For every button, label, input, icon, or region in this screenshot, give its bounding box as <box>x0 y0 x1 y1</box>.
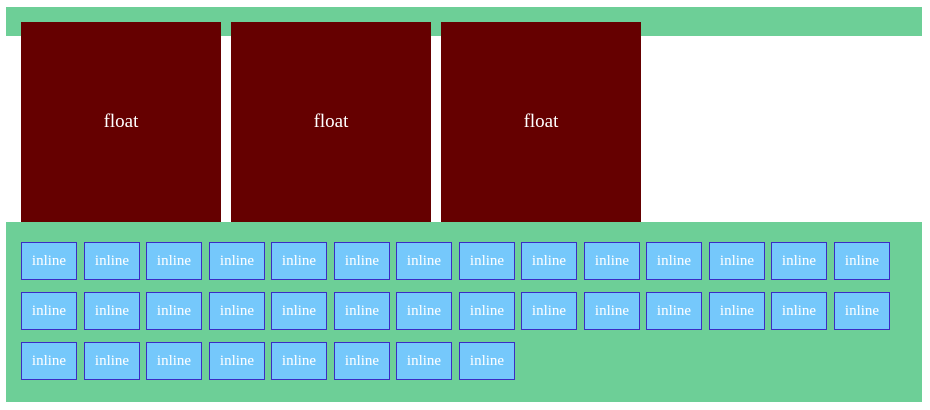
inline-box: inline <box>334 292 390 330</box>
float-box-3: float <box>441 22 641 222</box>
inline-box: inline <box>521 292 577 330</box>
inline-box: inline <box>21 242 77 280</box>
float-label: float <box>103 111 139 132</box>
inline-box: inline <box>584 292 640 330</box>
inline-box: inline <box>584 242 640 280</box>
inline-box: inline <box>459 292 515 330</box>
inline-box: inline <box>146 242 202 280</box>
inline-box: inline <box>459 242 515 280</box>
inline-box: inline <box>271 292 327 330</box>
inline-box: inline <box>146 292 202 330</box>
inline-box: inline <box>521 242 577 280</box>
float-box-2: float <box>231 22 431 222</box>
inline-box: inline <box>146 342 202 380</box>
inline-box: inline <box>396 242 452 280</box>
inline-box: inline <box>646 242 702 280</box>
inline-box: inline <box>84 292 140 330</box>
inline-box: inline <box>396 342 452 380</box>
inline-box: inline <box>84 242 140 280</box>
inline-box: inline <box>21 292 77 330</box>
float-box-1: float <box>21 22 221 222</box>
inline-box: inline <box>709 292 765 330</box>
inline-box: inline <box>209 292 265 330</box>
inline-box: inline <box>771 242 827 280</box>
inline-box: inline <box>84 342 140 380</box>
inline-box: inline <box>459 342 515 380</box>
inline-box: inline <box>21 342 77 380</box>
inline-box: inline <box>334 242 390 280</box>
inline-box: inline <box>834 242 890 280</box>
inline-box: inline <box>646 292 702 330</box>
inline-box: inline <box>209 242 265 280</box>
inline-box: inline <box>834 292 890 330</box>
inline-box: inline <box>709 242 765 280</box>
inline-box: inline <box>271 242 327 280</box>
inline-box: inline <box>334 342 390 380</box>
float-label: float <box>523 111 559 132</box>
inline-box: inline <box>209 342 265 380</box>
inline-box: inline <box>396 292 452 330</box>
inline-box: inline <box>771 292 827 330</box>
float-label: float <box>313 111 349 132</box>
inline-box: inline <box>271 342 327 380</box>
